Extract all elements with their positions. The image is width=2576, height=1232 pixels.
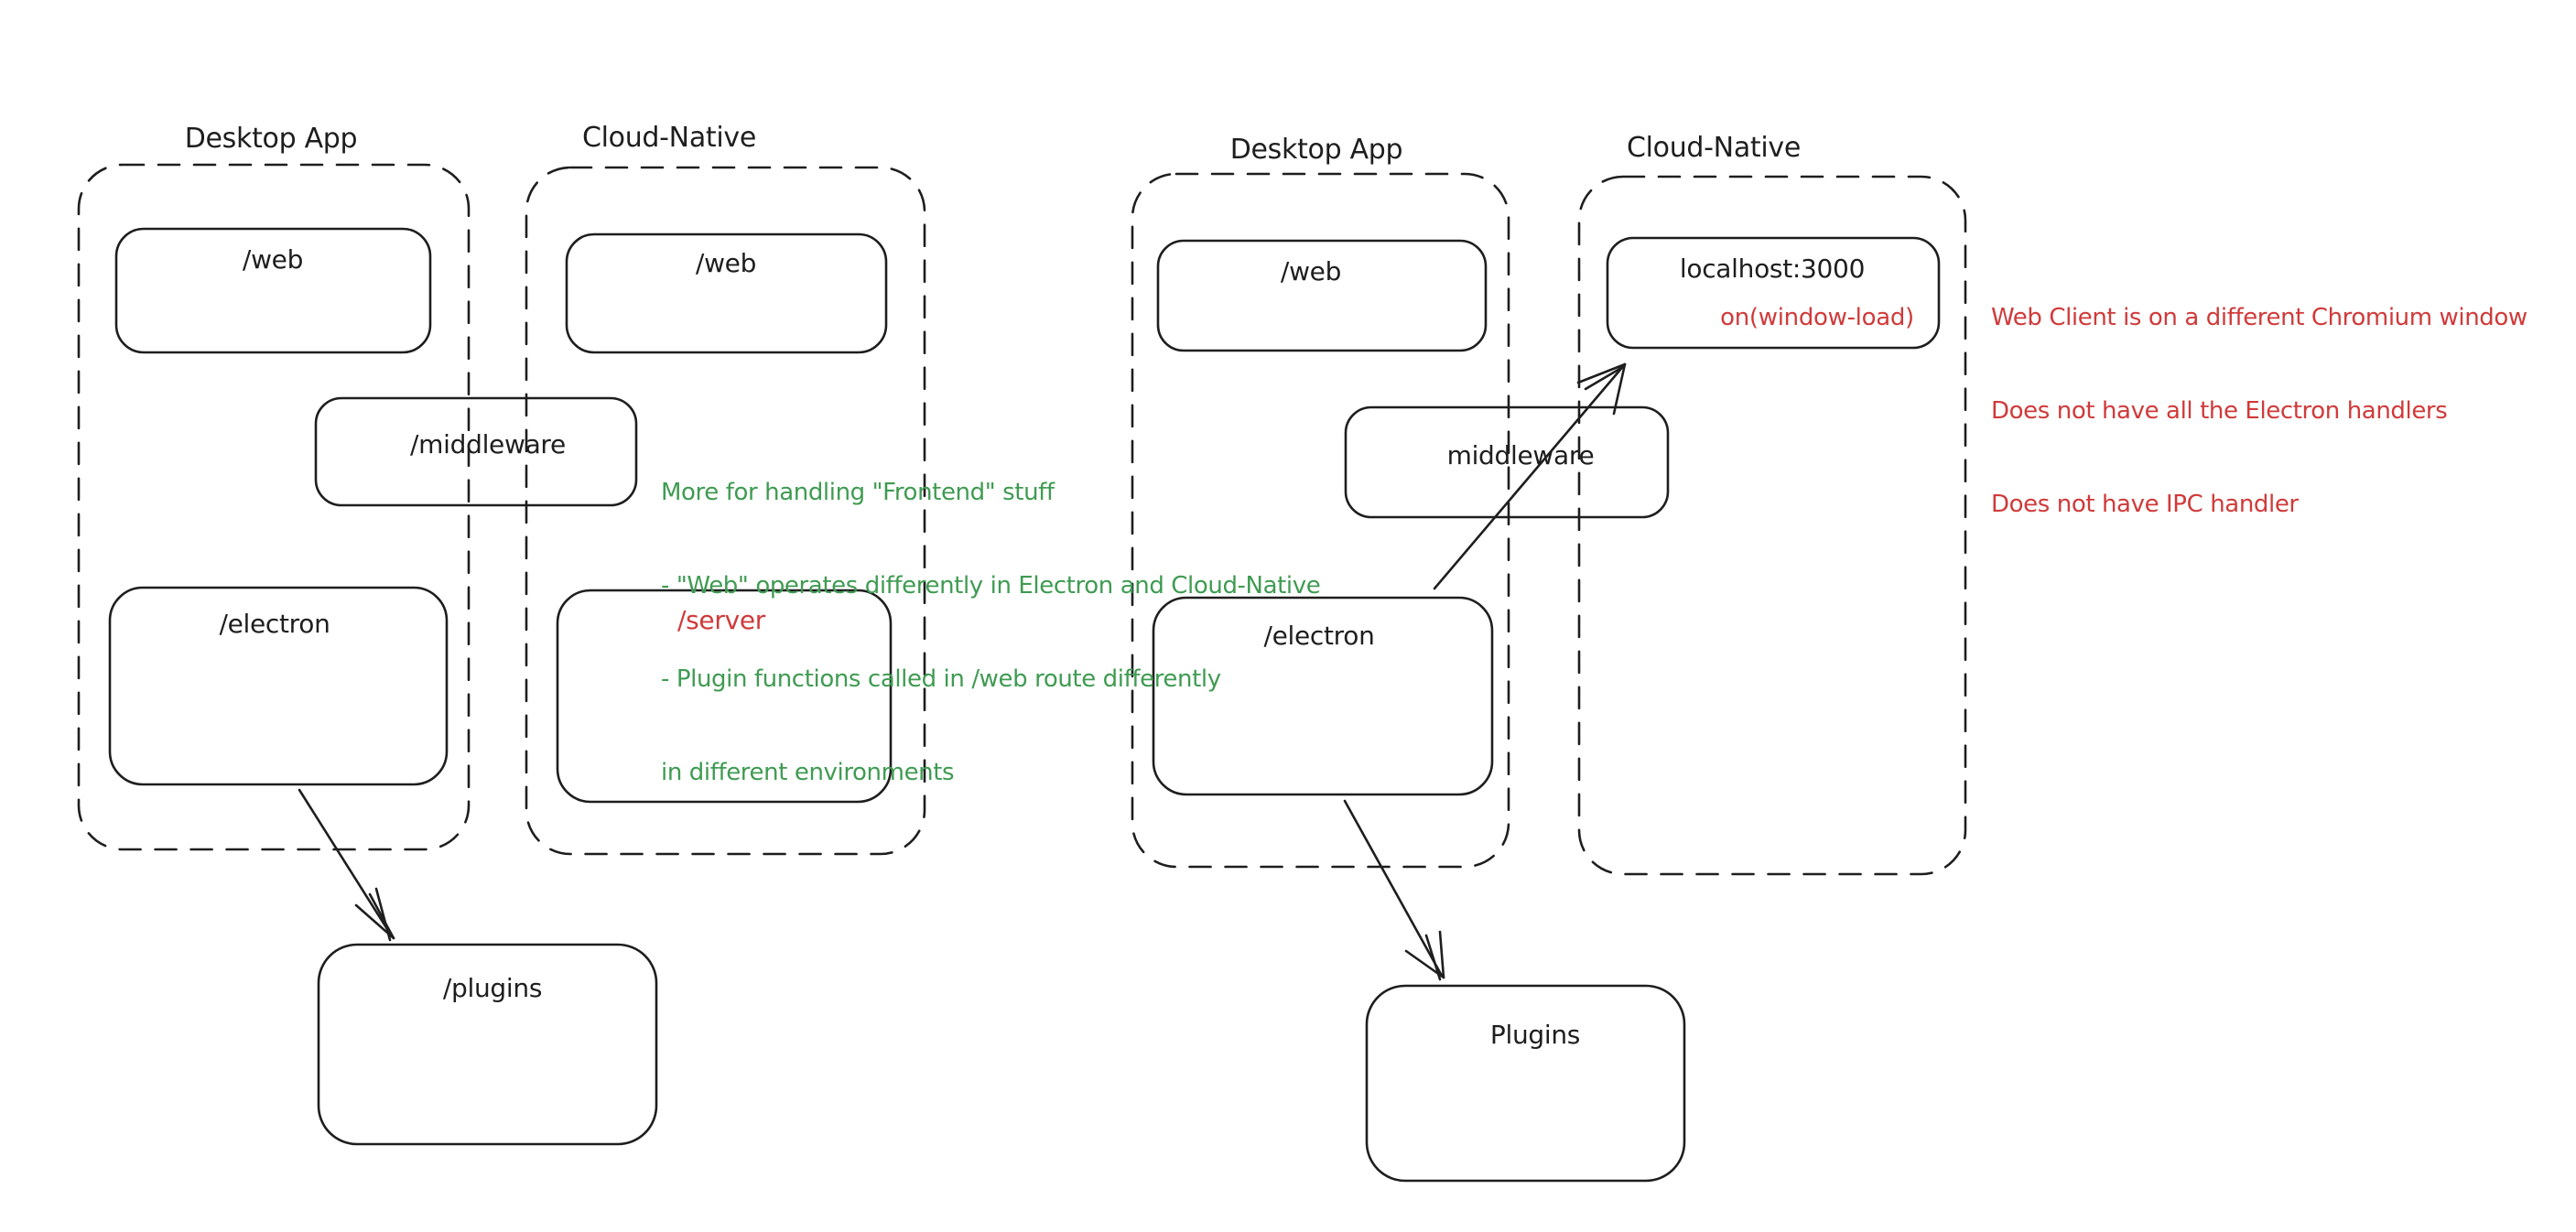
left-web-cloud-label[interactable]: /web: [695, 248, 757, 278]
right-plugins-label[interactable]: Plugins: [1489, 1020, 1581, 1050]
right-cloud-native-title[interactable]: Cloud-Native: [1626, 132, 1802, 164]
right-electron-box[interactable]: [1152, 596, 1494, 796]
left-middleware-box[interactable]: [314, 396, 638, 507]
right-desktop-app-title[interactable]: Desktop App: [1229, 134, 1403, 166]
left-web-cloud-box[interactable]: [565, 232, 888, 354]
red-note-line-2: Does not have all the Electron handlers: [1991, 397, 2448, 425]
right-middleware-box[interactable]: [1344, 405, 1670, 519]
left-web-desktop-box[interactable]: [114, 227, 432, 354]
left-cloud-native-container[interactable]: [525, 166, 926, 856]
right-localhost-box[interactable]: [1606, 236, 1941, 350]
right-plugins-box[interactable]: [1365, 984, 1686, 1183]
right-electron-label[interactable]: /electron: [1263, 621, 1375, 651]
right-red-note[interactable]: Web Client is on a different Chromium wi…: [1991, 240, 2527, 582]
right-electron-to-plugins-arrow[interactable]: [1343, 799, 1445, 981]
right-localhost-label[interactable]: localhost:3000: [1679, 254, 1866, 284]
red-note-line-3: Does not have IPC handler: [1991, 491, 2299, 518]
left-plugins-box[interactable]: [317, 943, 658, 1146]
right-web-box[interactable]: [1156, 239, 1488, 352]
right-electron-to-localhost-arrow[interactable]: [1433, 362, 1627, 590]
left-electron-box[interactable]: [108, 586, 449, 786]
left-green-note[interactable]: More for handling "Frontend" stuff - "We…: [661, 415, 1321, 850]
green-note-line-1: More for handling "Frontend" stuff: [661, 479, 1055, 506]
green-note-line-3: - Plugin functions called in /web route …: [661, 665, 1221, 693]
left-middleware-label[interactable]: /middleware: [410, 429, 566, 459]
left-server-box[interactable]: [556, 589, 893, 804]
left-plugins-label[interactable]: /plugins: [442, 973, 543, 1003]
left-desktop-app-title[interactable]: Desktop App: [184, 123, 358, 155]
left-web-desktop-label[interactable]: /web: [242, 244, 304, 275]
left-server-label[interactable]: /server: [677, 605, 765, 635]
left-electron-label[interactable]: /electron: [219, 609, 330, 639]
green-note-line-4: in different environments: [661, 759, 955, 786]
green-note-line-2: - "Web" operates differently in Electron…: [661, 572, 1321, 600]
right-cloud-native-container[interactable]: [1577, 175, 1967, 876]
left-desktop-app-container[interactable]: [77, 163, 471, 851]
right-middleware-label[interactable]: middleware: [1446, 440, 1595, 470]
right-localhost-event-label[interactable]: on(window-load): [1720, 304, 1914, 331]
red-note-line-1: Web Client is on a different Chromium wi…: [1991, 304, 2527, 331]
left-electron-to-plugins-arrow[interactable]: [298, 788, 395, 942]
left-cloud-native-title[interactable]: Cloud-Native: [581, 122, 757, 154]
right-web-label[interactable]: /web: [1280, 256, 1342, 286]
right-desktop-app-container[interactable]: [1131, 172, 1510, 869]
